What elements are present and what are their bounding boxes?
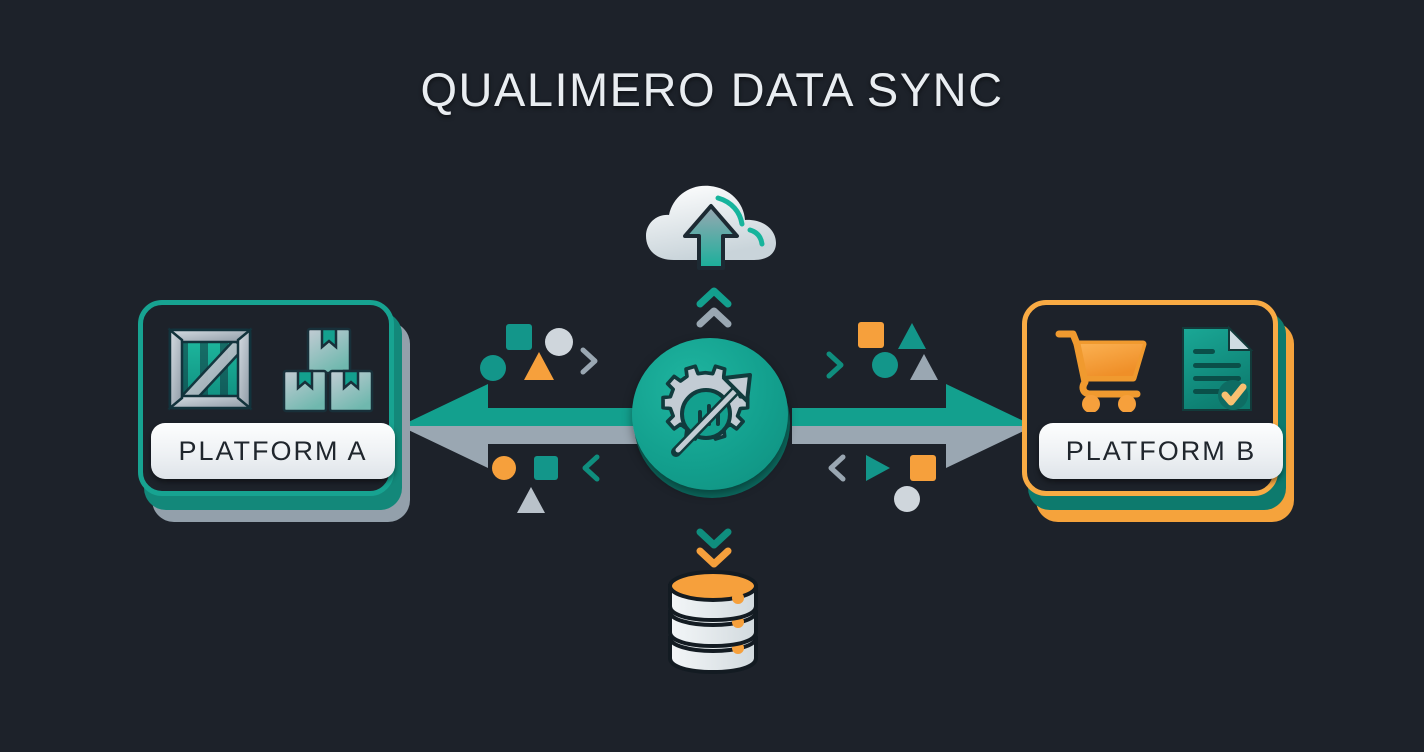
sync-hub[interactable] [632, 338, 792, 498]
platform-b-icons [1027, 319, 1283, 423]
platform-a-label-bar: PLATFORM A [151, 423, 395, 479]
particle-circle-gray [545, 328, 573, 356]
particle-triangle-teal [898, 323, 926, 349]
platform-b-label: PLATFORM B [1065, 435, 1257, 466]
cloud-upload-icon [640, 178, 790, 283]
database-chevron-group [692, 524, 736, 575]
particle-square-teal-2 [534, 456, 558, 480]
particle-square-orange [858, 322, 884, 348]
particle-circle-orange [492, 456, 516, 480]
sync-arrow-right [792, 382, 1042, 475]
particle-circle-teal [480, 355, 506, 381]
database-icon [664, 566, 762, 679]
platform-b-label-bar: PLATFORM B [1039, 423, 1283, 479]
sync-arrow-left [392, 382, 642, 475]
boxes-icon [280, 325, 376, 418]
chevron-up-teal [696, 287, 732, 308]
particle-chevron-right-teal [824, 350, 846, 385]
platform-b-card[interactable]: PLATFORM B [1022, 300, 1294, 522]
platform-a-body: PLATFORM A [138, 300, 395, 496]
platform-b-body: PLATFORM B [1022, 300, 1283, 496]
chevron-down-orange [696, 547, 732, 568]
particle-chevron-left-teal [580, 453, 602, 488]
particle-triangle-orange [524, 352, 554, 380]
cloud-chevron-group [692, 284, 736, 335]
particle-chevron-left-gray [826, 453, 848, 488]
platform-a-card[interactable]: PLATFORM A [138, 300, 410, 522]
particle-circle-gray-2 [894, 486, 920, 512]
chevron-down-teal [696, 528, 732, 549]
gear-trend-chart-icon [658, 360, 762, 469]
particle-square-orange-2 [910, 455, 936, 481]
particle-chevron-right-gray [578, 346, 600, 381]
shopping-cart-icon [1055, 326, 1151, 417]
particle-triangle-gray [517, 487, 545, 513]
particle-triangle-right-teal [866, 455, 890, 481]
page-title: QUALIMERO DATA SYNC [420, 63, 1004, 116]
chevron-up-gray [696, 307, 732, 328]
platform-a-icons [143, 319, 399, 423]
particle-circle-teal-2 [872, 352, 898, 378]
hub-circle [632, 338, 788, 490]
particle-triangle-gray-2 [910, 354, 938, 380]
document-check-icon [1177, 325, 1255, 418]
particle-square-teal [506, 324, 532, 350]
crate-icon [166, 326, 254, 417]
platform-a-label: PLATFORM A [178, 435, 368, 466]
